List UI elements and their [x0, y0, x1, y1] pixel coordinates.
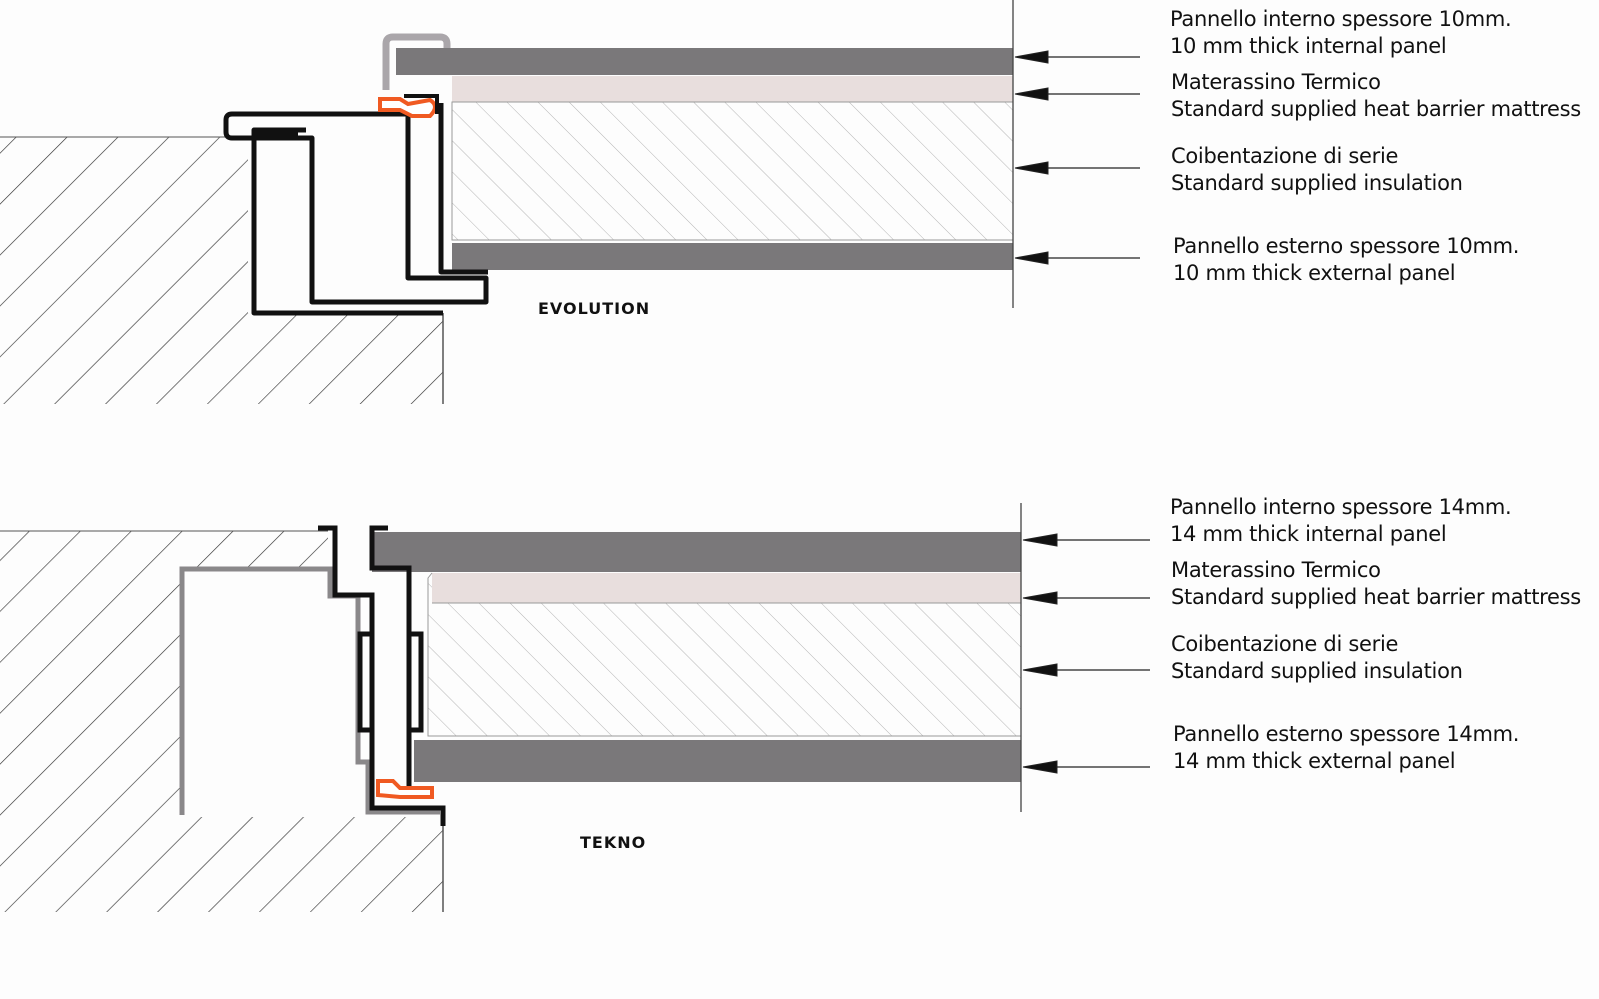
tekno-callout-insulation: Coibentazione di serie Standard supplied… — [1171, 631, 1463, 685]
evolution-door-leaf — [382, 0, 1014, 308]
evolution-callout-external-panel: Pannello esterno spessore 10mm. 10 mm th… — [1173, 233, 1519, 287]
evolution-callout-mattress: Materassino Termico Standard supplied he… — [1171, 69, 1581, 123]
label-italian: Coibentazione di serie — [1171, 144, 1399, 168]
tekno-mattress — [432, 573, 1021, 603]
tekno-external-panel — [414, 740, 1021, 782]
tekno-callout-mattress: Materassino Termico Standard supplied he… — [1171, 557, 1581, 611]
tekno-section — [0, 503, 1022, 912]
label-english: Standard supplied insulation — [1171, 171, 1463, 195]
label-english: Standard supplied heat barrier mattress — [1171, 585, 1581, 609]
evolution-internal-panel — [396, 48, 1013, 75]
tekno-callout-arrows — [1022, 533, 1150, 774]
label-italian: Pannello esterno spessore 10mm. — [1173, 234, 1520, 258]
evolution-frame — [223, 103, 489, 316]
label-italian: Materassino Termico — [1171, 70, 1381, 94]
evolution-gasket — [378, 97, 437, 118]
label-italian: Materassino Termico — [1171, 558, 1381, 582]
label-english: 14 mm thick internal panel — [1170, 522, 1447, 546]
tekno-callout-internal-panel: Pannello interno spessore 14mm. 14 mm th… — [1170, 494, 1512, 548]
evolution-insulation — [451, 101, 1014, 241]
tekno-wall — [0, 530, 444, 912]
label-english: 10 mm thick external panel — [1173, 261, 1456, 285]
label-italian: Pannello interno spessore 14mm. — [1170, 495, 1512, 519]
evolution-wall — [0, 136, 444, 404]
evolution-callout-internal-panel: Pannello interno spessore 10mm. 10 mm th… — [1170, 6, 1512, 60]
label-english: Standard supplied heat barrier mattress — [1171, 97, 1581, 121]
tekno-gasket — [376, 779, 434, 799]
evolution-callout-insulation: Coibentazione di serie Standard supplied… — [1171, 143, 1463, 197]
tekno-title: TEKNO — [580, 833, 647, 852]
label-italian: Pannello esterno spessore 14mm. — [1173, 722, 1520, 746]
evolution-section — [0, 0, 1014, 404]
label-italian: Pannello interno spessore 10mm. — [1170, 7, 1512, 31]
label-english: 10 mm thick internal panel — [1170, 34, 1447, 58]
evolution-mattress — [452, 76, 1013, 102]
evolution-callout-arrows — [1014, 50, 1140, 265]
evolution-title: EVOLUTION — [538, 299, 651, 318]
label-italian: Coibentazione di serie — [1171, 632, 1399, 656]
evolution-cover-profile — [382, 33, 451, 90]
tekno-insulation — [427, 572, 1022, 737]
tekno-callout-external-panel: Pannello esterno spessore 14mm. 14 mm th… — [1173, 721, 1519, 775]
label-english: Standard supplied insulation — [1171, 659, 1463, 683]
tekno-internal-panel — [372, 532, 1021, 572]
evolution-external-panel — [452, 243, 1013, 270]
tekno-door-leaf — [372, 503, 1022, 812]
label-english: 14 mm thick external panel — [1173, 749, 1456, 773]
